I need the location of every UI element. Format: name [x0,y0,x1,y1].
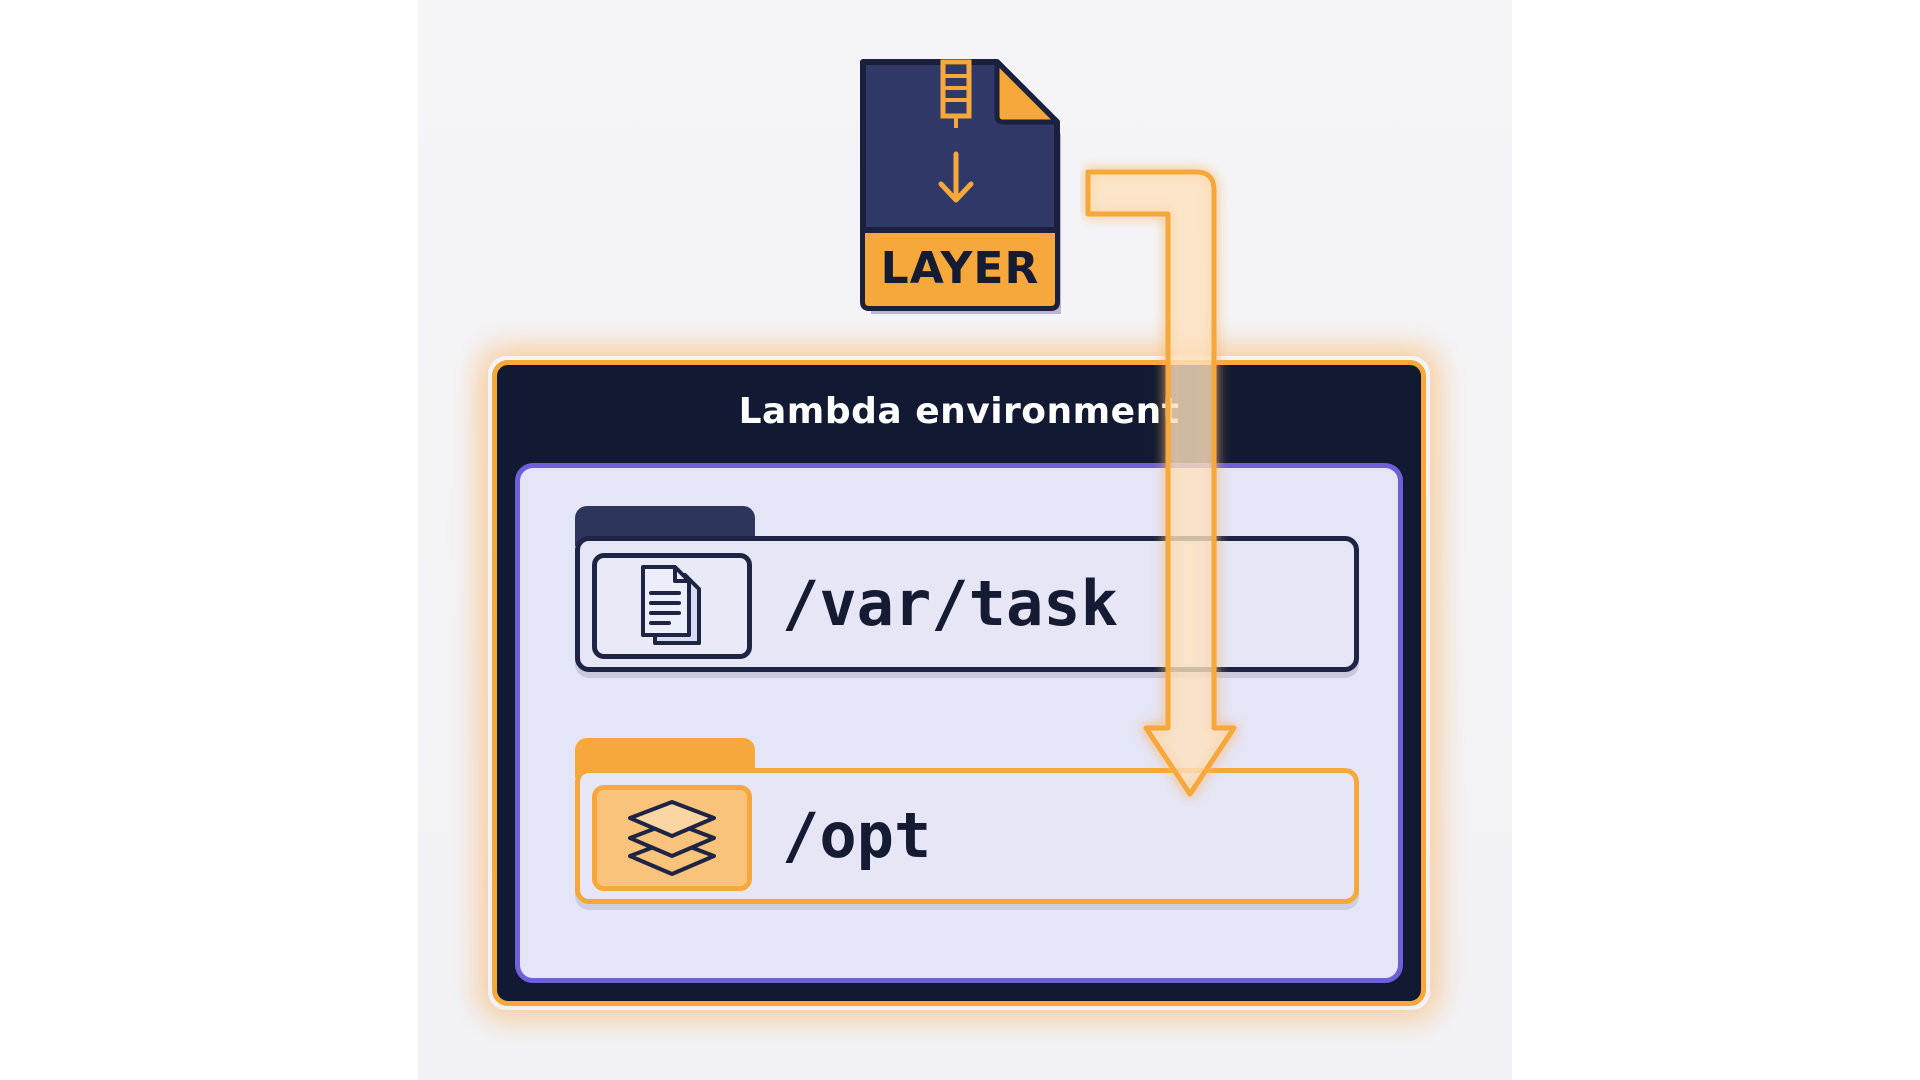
folder-var-task: /var/task [575,506,1359,672]
folder-body: /var/task [575,536,1359,672]
layer-label: LAYER [880,243,1040,294]
folder-opt: /opt [575,738,1359,904]
folder-body: /opt [575,768,1359,904]
lambda-environment: Lambda environment /var/task [492,360,1426,1006]
layer-zip-file: LAYER [857,58,1061,316]
layers-stack-icon [628,800,716,876]
layers-icon-box [592,785,752,891]
zip-file-icon [860,59,1061,316]
documents-icon [641,565,701,645]
documents-icon-box [592,553,752,659]
environment-filesystem: /var/task /opt [515,463,1403,983]
folder-path-label: /var/task [782,567,1118,640]
folder-path-label: /opt [782,799,932,872]
environment-title: Lambda environment [738,391,1180,432]
